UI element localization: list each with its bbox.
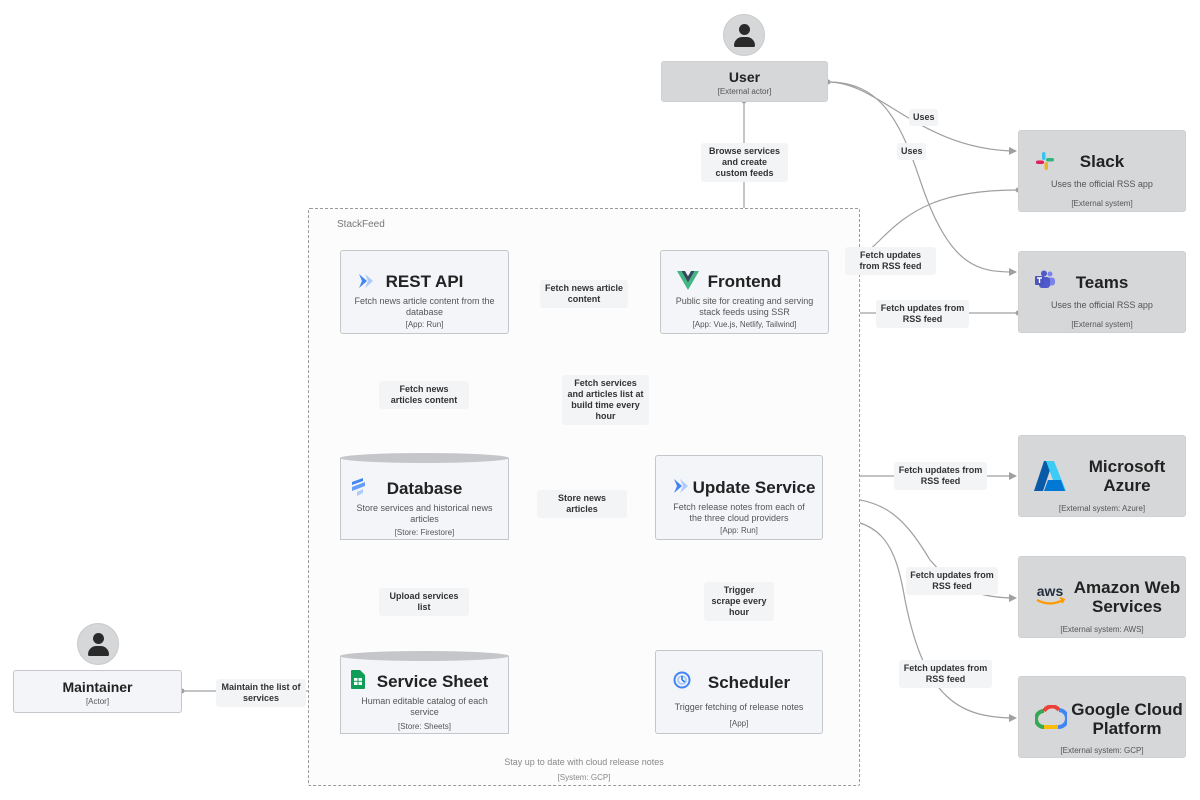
node-scheduler[interactable]: Scheduler Trigger fetching of release no… — [655, 650, 823, 734]
node-azure[interactable]: Microsoft Azure [External system: Azure] — [1018, 435, 1186, 517]
slack-icon — [1036, 152, 1054, 170]
node-title: User — [728, 69, 761, 85]
node-meta: [Actor] — [85, 697, 110, 706]
node-meta: [External actor] — [717, 87, 772, 96]
system-meta: [System: GCP] — [557, 773, 611, 782]
gcp-icon — [1035, 705, 1067, 729]
node-meta: [Store: Sheets] — [398, 722, 451, 731]
edge-update-aws — [822, 496, 1017, 602]
node-meta: [Store: Firestore] — [394, 528, 455, 537]
user-icon — [723, 14, 765, 56]
edge-label: Uses — [897, 143, 926, 160]
edge-update-gcp — [822, 517, 1017, 722]
edge-label: Fetch services and articles list at buil… — [562, 375, 649, 425]
edge-label: Store news articles — [537, 490, 627, 518]
node-desc: Uses the official RSS app — [1051, 179, 1153, 189]
azure-icon — [1034, 461, 1066, 491]
vue-icon — [677, 271, 699, 290]
node-service-sheet[interactable]: Service Sheet Human editable catalog of … — [340, 651, 509, 734]
node-rest-api[interactable]: REST API Fetch news article content from… — [340, 250, 509, 334]
node-meta: [External system] — [1071, 320, 1133, 329]
node-title: REST API — [385, 272, 464, 291]
node-title: Amazon Web Services — [1073, 578, 1181, 616]
node-update-service[interactable]: Update Service Fetch release notes from … — [655, 455, 823, 540]
node-desc: Fetch news article content from the data… — [354, 296, 495, 317]
node-desc: Public site for creating and serving sta… — [675, 296, 814, 317]
aws-icon: aws — [1036, 583, 1066, 605]
cloud-run-icon — [359, 274, 373, 288]
edge-label: Fetch updates from RSS feed — [894, 462, 987, 490]
node-frontend[interactable]: Frontend Public site for creating and se… — [660, 250, 829, 334]
cloud-run-icon — [674, 479, 688, 493]
system-name: StackFeed — [337, 219, 385, 230]
node-meta: [External system: GCP] — [1060, 746, 1144, 755]
node-meta: [App: Run] — [405, 320, 444, 329]
edge-label: Fetch news articles content — [379, 381, 469, 409]
node-desc: Store services and historical news artic… — [356, 503, 493, 524]
maintainer-icon — [77, 623, 119, 665]
node-title: Teams — [1075, 273, 1129, 292]
edge-label: Fetch news article content — [540, 280, 628, 308]
node-database[interactable]: Database Store services and historical n… — [340, 453, 509, 540]
edge-user-teams — [827, 81, 1017, 276]
edge-user-slack — [827, 81, 1017, 155]
teams-icon — [1035, 270, 1055, 288]
svg-text:aws: aws — [1037, 583, 1064, 599]
node-desc: Uses the official RSS app — [1051, 300, 1153, 310]
node-title: Maintainer — [62, 679, 133, 695]
node-meta: [App] — [729, 719, 749, 728]
node-aws[interactable]: aws Amazon Web Services [External system… — [1018, 556, 1186, 638]
node-title: Database — [386, 479, 463, 498]
edge-label: Browse services and create custom feeds — [701, 143, 788, 182]
node-slack[interactable]: Slack Uses the official RSS app [Externa… — [1018, 130, 1186, 212]
node-title: Scheduler — [707, 673, 791, 692]
node-title: Google Cloud Platform — [1071, 700, 1183, 738]
firestore-icon — [352, 478, 365, 496]
node-teams[interactable]: Teams Uses the official RSS app [Externa… — [1018, 251, 1186, 333]
node-maintainer[interactable]: Maintainer [Actor] — [13, 670, 182, 713]
node-title: Frontend — [707, 272, 782, 291]
scheduler-icon — [673, 671, 691, 689]
system-description: Stay up to date with cloud release notes — [504, 757, 664, 767]
node-title: Microsoft Azure — [1088, 457, 1166, 495]
node-meta: [App: Vue.js, Netlify, Tailwind] — [692, 320, 797, 329]
node-title: Service Sheet — [376, 672, 489, 691]
node-meta: [External system: AWS] — [1060, 625, 1144, 634]
edge-label: Uses — [909, 109, 938, 126]
edge-label: Fetch updates from RSS feed — [876, 300, 969, 328]
node-title: Update Service — [692, 478, 816, 497]
node-desc: Human editable catalog of each service — [361, 696, 488, 717]
edge-label: Fetch updates from RSS feed — [899, 660, 992, 688]
node-desc: Fetch release notes from each of the thr… — [673, 502, 805, 523]
edge-label: Maintain the list of services — [216, 679, 306, 707]
node-gcp[interactable]: Google Cloud Platform [External system: … — [1018, 676, 1186, 758]
node-meta: [External system] — [1071, 199, 1133, 208]
edge-label: Fetch updates from RSS feed — [845, 247, 936, 275]
edge-label: Trigger scrape every hour — [704, 582, 774, 621]
node-title: Slack — [1079, 152, 1125, 171]
edge-label: Fetch updates from RSS feed — [906, 567, 998, 595]
node-desc: Trigger fetching of release notes — [674, 702, 804, 712]
edge-label: Upload services list — [379, 588, 469, 616]
sheets-icon — [351, 670, 365, 689]
node-meta: [External system: Azure] — [1058, 504, 1146, 513]
node-meta: [App: Run] — [720, 526, 758, 535]
node-user[interactable]: User [External actor] — [661, 61, 828, 102]
